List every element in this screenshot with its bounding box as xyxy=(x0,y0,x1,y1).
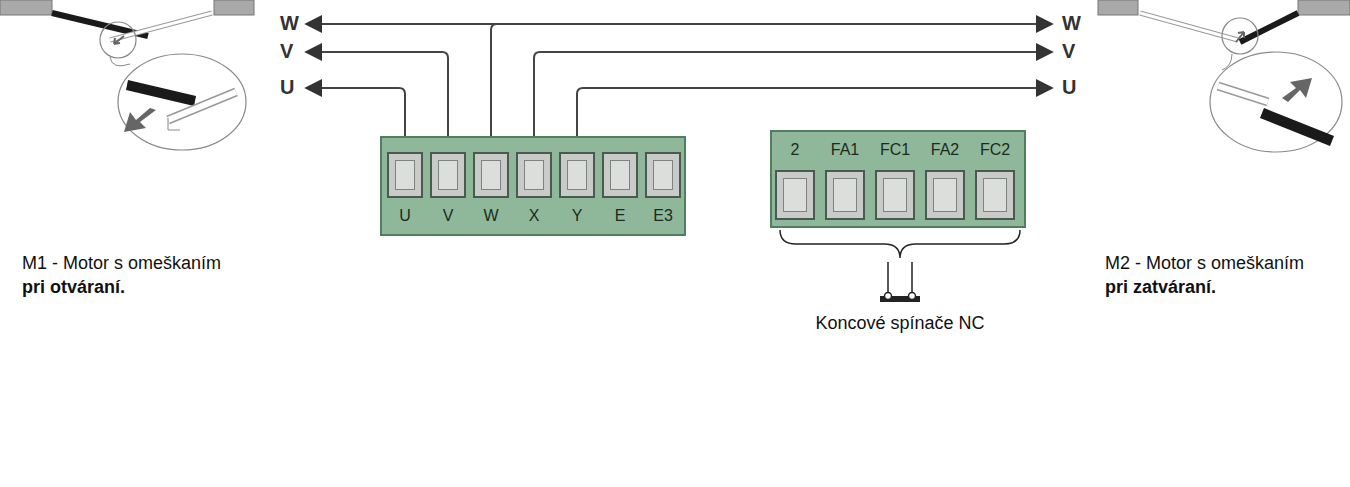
motor-caption: M2 - Motor s omeškaním xyxy=(1105,252,1304,274)
terminal-label: W xyxy=(483,206,498,226)
screw-recess xyxy=(883,178,907,212)
motor-caption: pri otváraní. xyxy=(22,276,125,298)
terminal-label: E xyxy=(615,206,626,226)
terminal-screw xyxy=(775,170,815,220)
screw-recess xyxy=(481,160,501,190)
terminal-block: U V W X Y E E3 xyxy=(380,136,686,236)
screw-recess xyxy=(653,160,673,190)
terminal-screw xyxy=(875,170,915,220)
wires xyxy=(306,24,1052,136)
terminal-label: FC2 xyxy=(980,140,1010,160)
terminal-label: Y xyxy=(572,206,583,226)
screw-recess xyxy=(783,178,807,212)
terminal-screw xyxy=(925,170,965,220)
motor-wire-label: U xyxy=(1062,76,1076,98)
terminal-screw xyxy=(516,152,552,198)
motor-caption: M1 - Motor s omeškaním xyxy=(22,252,221,274)
screw-recess xyxy=(438,160,458,190)
terminal-screw xyxy=(825,170,865,220)
terminal-screw xyxy=(559,152,595,198)
motor-wire-label: W xyxy=(280,12,299,34)
nc-switch-symbol xyxy=(880,293,920,303)
terminal-screw xyxy=(975,170,1015,220)
terminal-screw xyxy=(473,152,509,198)
screw-recess xyxy=(567,160,587,190)
terminal-label: E3 xyxy=(653,206,673,226)
motor-wire-label: V xyxy=(1062,40,1075,62)
terminal-label: FA2 xyxy=(931,140,959,160)
terminal-block: 2 FA1 FC1 FA2 FC2 xyxy=(770,130,1026,228)
motor-wire-label: U xyxy=(280,76,294,98)
terminal-label: X xyxy=(529,206,540,226)
switch-caption: Koncové spínače NC xyxy=(815,312,985,334)
terminal-screw xyxy=(645,152,681,198)
screw-recess xyxy=(833,178,857,212)
motor-wire-label: W xyxy=(1062,12,1081,34)
screw-recess xyxy=(395,160,415,190)
terminal-label: 2 xyxy=(791,140,800,160)
gate-right xyxy=(1098,0,1350,152)
motor-wire-label: V xyxy=(280,40,293,62)
terminal-screw xyxy=(430,152,466,198)
screw-recess xyxy=(983,178,1007,212)
screw-recess xyxy=(524,160,544,190)
terminal-label: FA1 xyxy=(831,140,859,160)
gate-left xyxy=(0,0,254,150)
screw-recess xyxy=(610,160,630,190)
motor-caption: pri zatváraní. xyxy=(1105,276,1216,298)
terminal-screw xyxy=(602,152,638,198)
terminal-screw xyxy=(387,152,423,198)
terminal-label: FC1 xyxy=(880,140,910,160)
terminal-label: U xyxy=(399,206,411,226)
bracket xyxy=(780,230,1020,300)
screw-recess xyxy=(933,178,957,212)
terminal-label: V xyxy=(443,206,454,226)
